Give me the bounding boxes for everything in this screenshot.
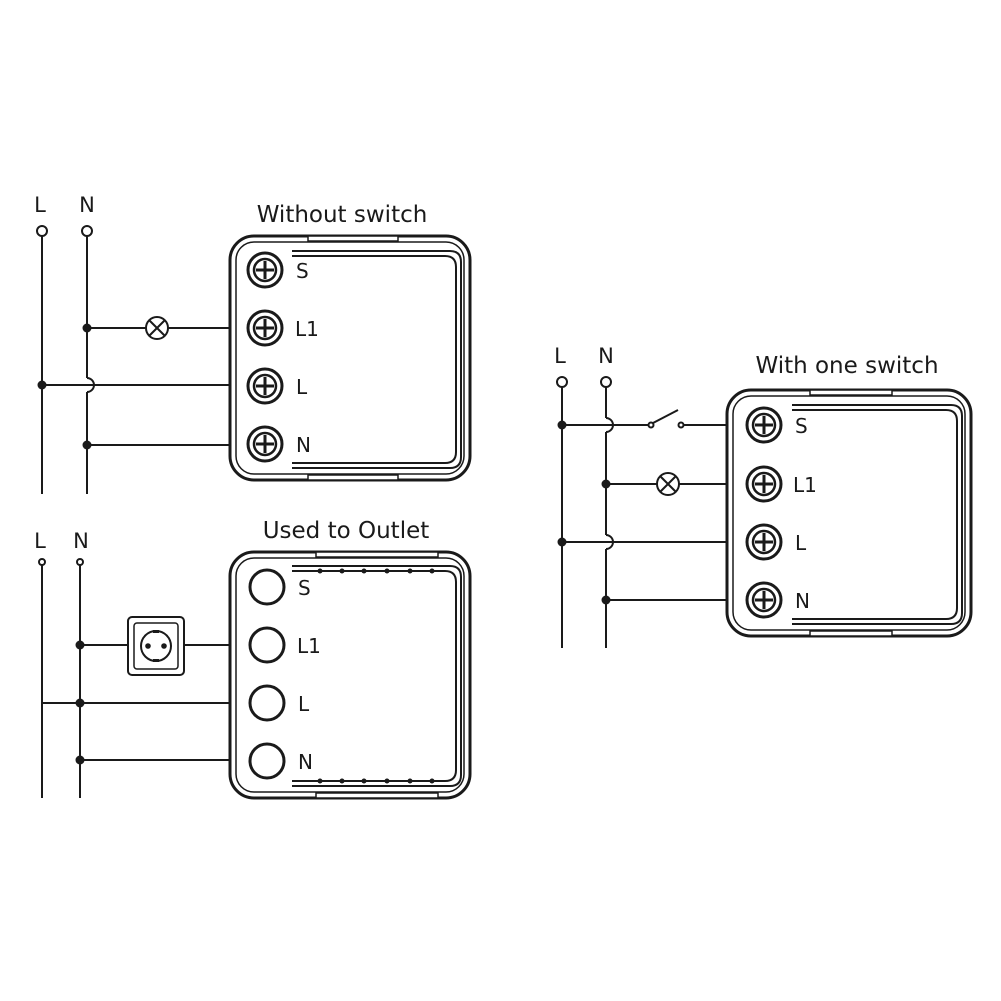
diagram-without-switch: Without switch L N bbox=[34, 193, 472, 494]
terminal-screw-icon bbox=[246, 425, 284, 463]
terminal-label: L bbox=[298, 692, 310, 716]
terminal-label: L1 bbox=[793, 473, 817, 497]
terminal-screw-icon bbox=[246, 367, 284, 405]
terminal-hole-icon bbox=[248, 568, 286, 606]
terminal-label: L bbox=[296, 375, 308, 399]
switch-icon bbox=[647, 409, 685, 429]
terminal-label: S bbox=[298, 576, 311, 600]
diagram-title: Used to Outlet bbox=[263, 518, 430, 544]
terminal-label: N bbox=[296, 433, 311, 457]
terminal-screw-icon bbox=[745, 406, 783, 444]
diagram-with-one-switch: With one switch L N bbox=[554, 344, 973, 648]
terminal-label: L bbox=[795, 531, 807, 555]
diagram-title: With one switch bbox=[755, 353, 938, 379]
relay-module: S L1 L N bbox=[725, 388, 973, 638]
bus-wires bbox=[38, 558, 84, 798]
bus-wires bbox=[556, 376, 614, 648]
relay-module: S L1 L N bbox=[228, 234, 472, 482]
bus-label-n: N bbox=[73, 529, 89, 553]
relay-module: S L1 L N bbox=[228, 550, 472, 800]
diagram-used-to-outlet: Used to Outlet L N bbox=[34, 518, 472, 800]
terminal-hole-icon bbox=[248, 626, 286, 664]
bus-label-n: N bbox=[598, 344, 614, 368]
bus-label-l: L bbox=[554, 344, 566, 368]
terminal-hole-icon bbox=[248, 742, 286, 780]
power-outlet-icon bbox=[127, 616, 185, 676]
connection-wires bbox=[557, 420, 745, 605]
bus-label-l: L bbox=[34, 193, 46, 217]
terminal-dots bbox=[317, 568, 435, 784]
terminal-label: S bbox=[296, 259, 309, 283]
terminal-screw-icon bbox=[745, 465, 783, 503]
lamp-icon bbox=[656, 472, 680, 496]
connection-wires bbox=[37, 323, 248, 450]
terminal-label: N bbox=[795, 589, 810, 613]
diagram-title: Without switch bbox=[257, 202, 428, 228]
bus-label-n: N bbox=[79, 193, 95, 217]
terminal-label: L1 bbox=[295, 317, 319, 341]
terminal-screw-icon bbox=[745, 523, 783, 561]
terminal-screw-icon bbox=[745, 581, 783, 619]
terminal-screw-icon bbox=[246, 309, 284, 347]
bus-wires bbox=[36, 225, 95, 494]
terminal-label: L1 bbox=[297, 634, 321, 658]
lamp-icon bbox=[145, 316, 169, 340]
terminal-label: S bbox=[795, 414, 808, 438]
terminal-label: N bbox=[298, 750, 313, 774]
terminal-screw-icon bbox=[246, 251, 284, 289]
bus-label-l: L bbox=[34, 529, 46, 553]
terminal-hole-icon bbox=[248, 684, 286, 722]
